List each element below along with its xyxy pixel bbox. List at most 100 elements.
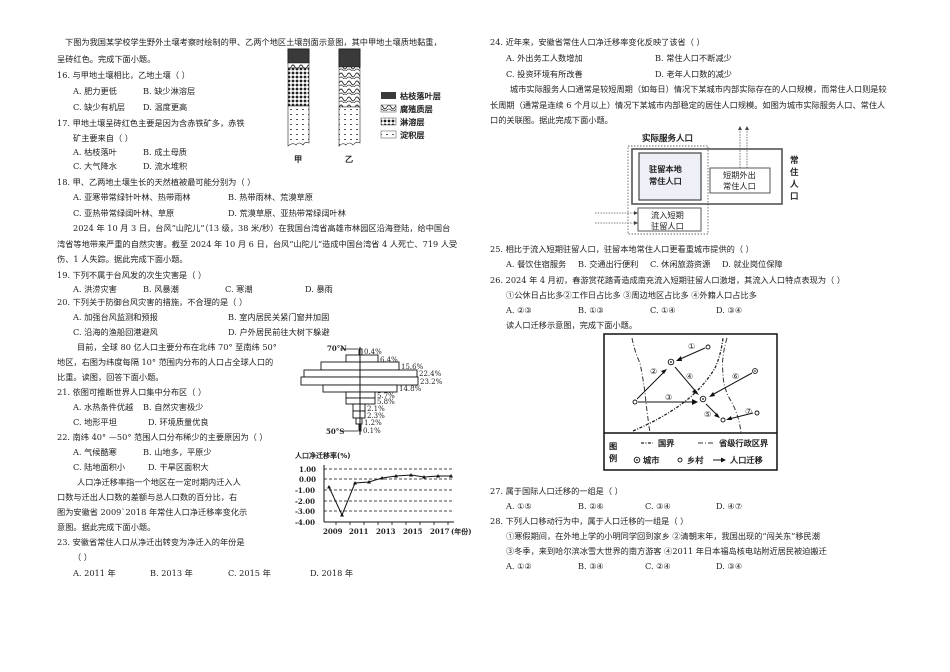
- ytick-0: 0.00: [299, 475, 317, 484]
- box-inflow-l1: 流入短期: [651, 210, 684, 220]
- q26-option-b[interactable]: B. ①③: [578, 305, 604, 315]
- q22-option-b[interactable]: B. 山地多，平原少: [143, 447, 212, 457]
- migration-marker-5: ⑤: [704, 409, 712, 419]
- q24-option-b[interactable]: B. 常住人口不断减少: [655, 53, 732, 63]
- q24-option-d[interactable]: D. 老年人口数的减少: [655, 69, 732, 79]
- q22-option-d[interactable]: D. 干旱区面积大: [148, 462, 209, 472]
- q20-option-b[interactable]: B. 室内居民关紧门窗并加固: [228, 312, 330, 322]
- q27-stem: 27. 属于国际人口迁移的一组是（ ）: [490, 486, 623, 496]
- bar-label-3: 22.4%: [419, 370, 442, 378]
- q24-option-a[interactable]: A. 外出务工人数增加: [506, 53, 583, 63]
- ytick-neg1: -1.00: [295, 486, 315, 495]
- bar-label-4: 23.2%: [420, 378, 443, 386]
- q18-stem: 18. 甲、乙两地土壤生长的天然植被最可能分别为（ ）: [57, 177, 256, 187]
- q18-option-b[interactable]: B. 热带雨林、荒漠草原: [228, 192, 313, 202]
- q23-option-b[interactable]: B. 2013 年: [150, 568, 193, 578]
- legend-migration: 人口迁移: [730, 455, 763, 465]
- q25-option-b[interactable]: B. 交通出行便利: [578, 259, 639, 269]
- q17-option-b[interactable]: B. 成土母质: [143, 147, 187, 157]
- q25-option-c[interactable]: C. 休闲旅游资源: [650, 259, 711, 269]
- q21-option-c[interactable]: C. 地形平坦: [73, 417, 117, 427]
- intro-soil-l1: 下图为我国某学校学生野外土壤考察时绘制的甲、乙两个地区土壤剖面示意图，其中甲地土…: [65, 37, 442, 47]
- legend-illuvial-layer: 淀积层: [400, 130, 425, 140]
- legend-eluvial-layer: 淋溶层: [400, 117, 425, 127]
- migration-marker-6: ⑥: [732, 371, 740, 381]
- q27-option-b[interactable]: B. ②⑥: [578, 501, 604, 511]
- q22-option-a[interactable]: A. 气候酷寒: [73, 447, 117, 457]
- q28-statements-2: ③冬季，来到哈尔滨冰雪大世界的南方游客 ④2011 年日本福岛核电站附近居民被迫…: [506, 546, 827, 556]
- q19-option-b[interactable]: B. 风暴潮: [143, 284, 179, 294]
- box-short-out-l2: 常住人口: [723, 181, 756, 191]
- intro-service-pop-l3: 口的关联图。据此完成下面小题。: [490, 115, 613, 125]
- q20-option-a[interactable]: A. 加强台风监测和预报: [73, 312, 158, 322]
- q26-option-d[interactable]: D. ③④: [716, 305, 743, 315]
- q24-stem: 24. 近年来，安徽省常住人口净迁移率变化反映了该省（ ）: [490, 37, 705, 47]
- intro-typhoon-l3: 伤、1 人失踪。据此完成下面小题。: [57, 254, 188, 264]
- q16-option-b[interactable]: B. 缺少淋溶层: [143, 86, 196, 96]
- bar-label-5: 14.8%: [399, 385, 422, 393]
- q28-option-a[interactable]: A. ①②: [506, 561, 532, 571]
- bar-label-9: 2.3%: [367, 412, 385, 420]
- q26-option-a[interactable]: A. ②③: [506, 305, 532, 315]
- q16-option-d[interactable]: D. 温度更高: [143, 102, 188, 112]
- q17-option-a[interactable]: A. 枯枝落叶: [73, 147, 117, 157]
- q19-option-c[interactable]: C. 寒潮: [225, 284, 253, 294]
- q17-option-c[interactable]: C. 大气降水: [73, 161, 117, 171]
- box-local-resident-l1: 驻留本地: [649, 164, 682, 174]
- legend-national-border: 国界: [658, 438, 675, 448]
- intro-population-l3: 比重。读图，回答下面小题。: [57, 372, 164, 382]
- q27-option-d[interactable]: D. ④⑦: [716, 501, 743, 511]
- box-short-out-l1: 短期外出: [723, 170, 756, 180]
- legend-title-1: 图: [609, 441, 618, 451]
- bar-label-0: 0.4%: [364, 348, 382, 356]
- bar-label-8: 2.1%: [367, 405, 385, 413]
- legend-litter-layer: 枯枝落叶层: [400, 91, 441, 101]
- q22-option-c[interactable]: C. 陆地面积小: [73, 462, 126, 472]
- intro-population-l2: 地区，右图为纬度每隔 10° 范围内分布的人口占全球人口的: [57, 357, 274, 367]
- migration-marker-3: ③: [665, 392, 673, 402]
- box-local-resident-l2: 常住人口: [649, 176, 682, 186]
- q19-option-d[interactable]: D. 暴雨: [305, 284, 333, 294]
- q19-stem: 19. 下列不属于台风发的次生灾害是（ ）: [57, 270, 207, 280]
- q16-option-c[interactable]: C. 缺少有机层: [73, 102, 126, 112]
- net-migration-chart: 人口净迁移率(%): [293, 453, 478, 543]
- q21-option-d[interactable]: D. 环境质量优良: [148, 417, 209, 427]
- q24-option-c[interactable]: C. 投资环境有所改善: [506, 69, 583, 79]
- q20-option-c[interactable]: C. 沿海的渔船回港避风: [73, 327, 158, 337]
- q18-option-d[interactable]: D. 荒漠草原、亚热带常绿阔叶林: [228, 208, 346, 218]
- q26-statements: ①公休日占比多②工作日占比多 ③周边地区占比多 ④外籍人口占比多: [506, 290, 757, 300]
- label-70n: 70°N: [327, 344, 347, 353]
- q27-option-c[interactable]: C. ③④: [645, 501, 671, 511]
- bar-label-7: 5.8%: [377, 398, 395, 406]
- q20-option-d[interactable]: D. 户外居民前往大树下躲避: [228, 327, 330, 337]
- q21-option-a[interactable]: A. 水热条件优越: [73, 402, 134, 412]
- legend-city: 城市: [643, 455, 660, 465]
- ytick-1: 1.00: [299, 465, 317, 474]
- migration-map: ① ② ③ ④ ⑤ ⑥ ⑦ 图 例 国界 省级行政区界 城市 乡村 人口迁移: [603, 333, 778, 471]
- ytick-neg2: -2.00: [295, 497, 315, 506]
- q28-option-d[interactable]: D. ③④: [716, 561, 743, 571]
- migration-marker-2: ②: [650, 366, 658, 376]
- q28-option-c[interactable]: C. ②④: [645, 561, 671, 571]
- q23-option-d[interactable]: D. 2018 年: [310, 568, 354, 578]
- soil-label-yi: 乙: [345, 154, 354, 164]
- q19-option-a[interactable]: A. 洪涝灾害: [73, 284, 117, 294]
- q25-option-d[interactable]: D. 就业岗位保障: [722, 259, 783, 269]
- q28-option-b[interactable]: B. ③④: [578, 561, 604, 571]
- q17-stem-1: 17. 甲地土壤呈砖红色主要是因为含赤铁矿多，赤铁: [57, 118, 245, 128]
- q21-option-b[interactable]: B. 自然灾害极少: [143, 402, 204, 412]
- q23-option-c[interactable]: C. 2015 年: [228, 568, 271, 578]
- soil-profile-figure: 甲 乙 枯枝落叶层 腐殖质层 淋溶层 淀积层: [283, 47, 468, 172]
- soil-label-jia: 甲: [294, 154, 303, 164]
- q26-option-c[interactable]: C. ①④: [650, 305, 676, 315]
- q16-stem: 16. 与甲地土壤相比，乙地土壤（ ）: [57, 70, 190, 80]
- q16-option-a[interactable]: A. 肥力更低: [73, 86, 117, 96]
- intro-typhoon-l2: 湾省等地带来严重的自然灾害。截至 2024 年 10 月 6 日，台风“山陀儿”…: [57, 239, 458, 249]
- q18-option-a[interactable]: A. 亚寒带常绿针叶林、热带雨林: [73, 192, 191, 202]
- q27-option-a[interactable]: A. ①⑤: [506, 501, 532, 511]
- q23-option-a[interactable]: A. 2011 年: [73, 568, 116, 578]
- q18-option-c[interactable]: C. 亚热带常绿阔叶林、草原: [73, 208, 175, 218]
- q17-option-d[interactable]: D. 流水堆积: [143, 161, 188, 171]
- q25-option-a[interactable]: A. 餐饮住宿服务: [506, 259, 567, 269]
- intro-migration-rate-l3: 图为安徽省 2009`2018 年常住人口净迁移率变化示: [57, 507, 248, 517]
